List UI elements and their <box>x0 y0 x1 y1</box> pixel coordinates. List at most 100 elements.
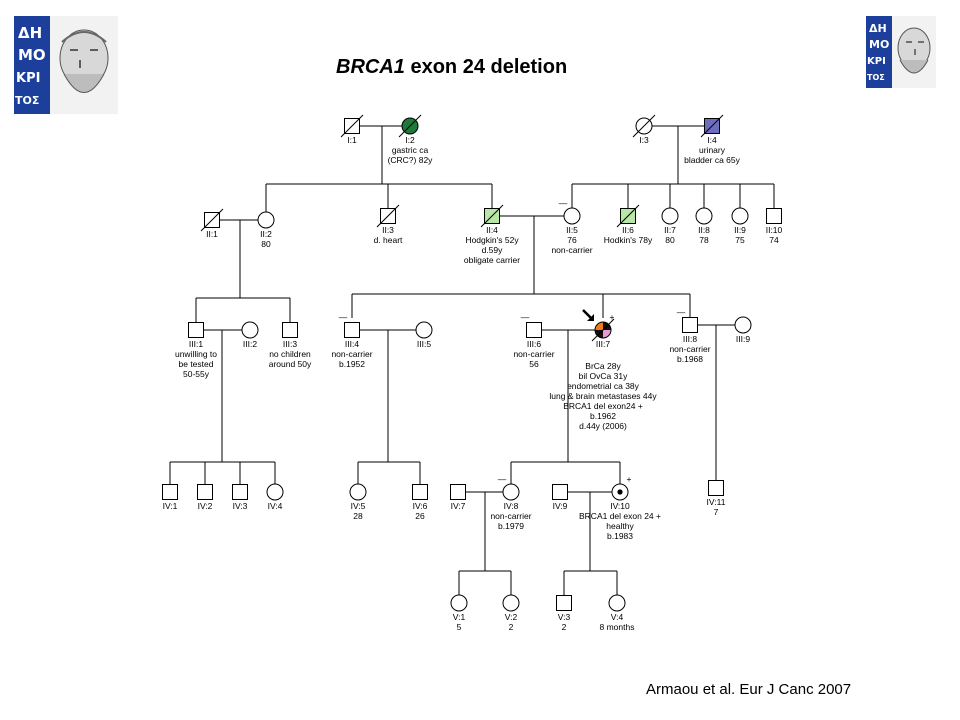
page-title: BRCA1 exon 24 deletion <box>336 56 567 79</box>
test-result-sign: — <box>677 307 686 317</box>
individual-note: b.1968 <box>677 354 703 364</box>
female-symbol <box>257 211 275 229</box>
individual-id: II:7 <box>664 225 676 235</box>
individual-id: IV:3 <box>233 501 248 511</box>
individual-ii1: II:1 <box>200 208 224 239</box>
individual-note: (CRC?) 82y <box>388 155 434 165</box>
individual-iv3: IV:3 <box>232 484 248 511</box>
male-symbol <box>162 484 178 500</box>
individual-id: III:9 <box>736 334 750 344</box>
individual-id: II:10 <box>766 225 783 235</box>
individual-id: III:2 <box>243 339 257 349</box>
male-symbol <box>232 484 248 500</box>
individual-note: be tested <box>179 359 214 369</box>
male-symbol <box>682 317 698 333</box>
female-symbol <box>349 483 367 501</box>
individual-note: 74 <box>769 235 779 245</box>
individual-id: IV:5 <box>351 501 366 511</box>
individual-iii5: III:5 <box>415 321 433 349</box>
individual-id: IV:9 <box>553 501 568 511</box>
individual-id: III:8 <box>683 334 697 344</box>
individual-note: healthy <box>606 521 634 531</box>
individual-id: IV:7 <box>451 501 466 511</box>
individual-note: unwilling to <box>175 349 217 359</box>
individual-note: lung & brain metastases 44y <box>549 391 657 401</box>
individual-v3: V:32 <box>556 595 572 632</box>
logo-right-letters-2: ΜΟ <box>869 38 889 51</box>
individual-id: I:2 <box>405 135 415 145</box>
individual-note: non-carrier <box>331 349 372 359</box>
individual-note: 7 <box>714 507 719 517</box>
individual-note: urinary <box>699 145 726 155</box>
individual-ii9: II:975 <box>731 207 749 245</box>
individual-note: d.44y (2006) <box>579 421 627 431</box>
test-result-sign: — <box>559 198 568 208</box>
logo-letters-3: ΚΡΙ <box>16 71 40 86</box>
female-symbol <box>450 594 468 612</box>
individual-note: b.1983 <box>607 531 633 541</box>
individual-note: b.1962 <box>590 411 616 421</box>
male-symbol <box>412 484 428 500</box>
individual-iv6: IV:626 <box>412 484 428 521</box>
individual-iv4: IV:4 <box>266 483 284 511</box>
individual-note: b.1952 <box>339 359 365 369</box>
individual-id: V:3 <box>558 612 571 622</box>
male-symbol <box>344 322 360 338</box>
logo-right-letters-1: ΔΗ <box>869 22 887 35</box>
individual-iv9: IV:9 <box>552 484 568 511</box>
institute-logo-right: ΔΗ ΜΟ ΚΡΙ ΤΟΣ <box>866 16 936 88</box>
individual-note: 5 <box>457 622 462 632</box>
individual-id: II:8 <box>698 225 710 235</box>
individual-id: IV:6 <box>413 501 428 511</box>
logo-letters-1: ΔΗ <box>18 24 42 42</box>
deceased-slash <box>616 204 640 228</box>
individual-note: bladder ca 65y <box>684 155 741 165</box>
individual-id: II:9 <box>734 225 746 235</box>
individual-note: non-carrier <box>669 344 710 354</box>
logo-letters-4: ΤΟΣ <box>15 94 39 107</box>
female-symbol <box>502 483 520 501</box>
individual-id: II:1 <box>206 229 218 239</box>
individual-ii7: II:780 <box>661 207 679 245</box>
individual-note: 2 <box>562 622 567 632</box>
individual-ii3: II:3d. heart <box>374 204 403 245</box>
individual-note: BRCA1 del exon24 + <box>563 401 643 411</box>
deceased-slash <box>632 114 656 138</box>
individual-id: IV:2 <box>198 501 213 511</box>
male-symbol <box>188 322 204 338</box>
deceased-slash <box>376 204 400 228</box>
individual-note: endometrial ca 38y <box>567 381 640 391</box>
male-symbol <box>708 480 724 496</box>
individual-note: 78 <box>699 235 709 245</box>
deceased-slash <box>480 204 504 228</box>
male-symbol <box>766 208 782 224</box>
quadrant-orange <box>595 322 603 330</box>
deceased-slash <box>700 114 724 138</box>
individual-iii9: III:9 <box>734 316 752 344</box>
female-symbol <box>415 321 433 339</box>
individual-id: II:3 <box>382 225 394 235</box>
deceased-slash <box>591 318 615 342</box>
female-symbol <box>661 207 679 225</box>
individual-id: III:1 <box>189 339 203 349</box>
individual-note: no children <box>269 349 311 359</box>
individual-id: II:6 <box>622 225 634 235</box>
individual-id: III:5 <box>417 339 431 349</box>
citation: Armaou et al. Eur J Canc 2007 <box>646 681 852 698</box>
logo-letters-2: ΜΟ <box>18 46 46 64</box>
individual-id: II:2 <box>260 229 272 239</box>
individual-note: 28 <box>353 511 363 521</box>
individual-id: I:3 <box>639 135 649 145</box>
individual-ii8: II:878 <box>695 207 713 245</box>
deceased-slash <box>398 114 422 138</box>
individual-note: 56 <box>529 359 539 369</box>
individual-id: III:4 <box>345 339 359 349</box>
